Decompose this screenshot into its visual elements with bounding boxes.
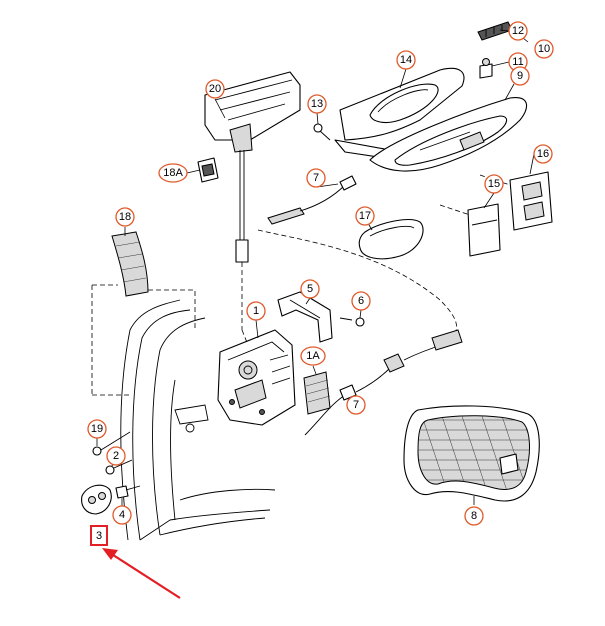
door-lock-1	[217, 329, 296, 426]
callout-label-18: 18	[119, 211, 131, 223]
callout-label-9: 9	[517, 70, 523, 82]
callout-6: 6	[351, 291, 371, 311]
callout-label-6: 6	[358, 295, 364, 307]
callout-label-10: 10	[538, 43, 550, 55]
door-inner-panel	[91, 284, 276, 541]
callout-label-7-upper: 7	[313, 172, 319, 184]
callout-8: 8	[464, 506, 484, 526]
callout-label-18a: 18A	[163, 167, 183, 179]
callout-label-4: 4	[119, 509, 125, 521]
switch-16	[509, 171, 553, 231]
highlight-callout-3: 3	[90, 525, 108, 546]
bracket-5	[277, 291, 333, 343]
callout-16: 16	[533, 144, 553, 164]
callout-label-13: 13	[311, 98, 323, 110]
callout-7-lower: 7	[346, 395, 366, 415]
cover-17	[358, 219, 424, 260]
callout-label-19: 19	[91, 423, 103, 435]
highlight-box	[90, 525, 108, 546]
bolt-4	[115, 485, 141, 499]
bulb-11	[479, 58, 493, 79]
carrier-panel-8	[403, 405, 540, 502]
screw-13	[313, 123, 331, 141]
callout-20: 20	[205, 79, 225, 99]
screw-6	[339, 317, 365, 327]
callout-label-2: 2	[113, 450, 119, 462]
screw-2	[105, 459, 133, 475]
callout-label-1a: 1A	[306, 350, 320, 362]
cable-7-upper	[257, 175, 457, 341]
callout-label-14: 14	[400, 54, 412, 66]
callout-10: 10	[534, 39, 554, 59]
callout-13: 13	[307, 94, 327, 114]
callout-label-17: 17	[359, 210, 371, 222]
pad-1a	[303, 371, 331, 415]
callout-label-16: 16	[537, 148, 549, 160]
callout-19: 19	[87, 419, 107, 439]
callout-5: 5	[300, 279, 320, 299]
inner-door-handle	[369, 97, 528, 172]
screw-19	[92, 431, 131, 456]
callout-18: 18	[115, 207, 135, 227]
callout-label-1: 1	[253, 305, 259, 317]
callout-1a: 1A	[300, 346, 326, 366]
switch-15	[467, 203, 501, 257]
callout-label-8: 8	[471, 510, 477, 522]
callout-18a: 18A	[158, 163, 188, 183]
callout-label-11: 11	[512, 56, 523, 68]
callout-15: 15	[484, 174, 504, 194]
callout-4: 4	[112, 505, 132, 525]
callout-label-5: 5	[307, 283, 313, 295]
callout-2: 2	[106, 446, 126, 466]
callout-12: 12	[508, 21, 528, 41]
callout-label-15: 15	[488, 178, 500, 190]
callout-14: 14	[396, 50, 416, 70]
seal-18	[111, 231, 149, 297]
callout-7-upper: 7	[306, 168, 326, 188]
striker-plate-3	[81, 484, 112, 515]
callout-17: 17	[355, 206, 375, 226]
connector-18a	[197, 157, 219, 183]
callout-label-20: 20	[209, 83, 221, 95]
callout-9: 9	[510, 66, 530, 86]
pointer-arrow	[102, 548, 181, 599]
callout-label-12: 12	[512, 25, 524, 37]
callout-label-7-lower: 7	[353, 399, 359, 411]
lock-control-unit	[204, 71, 301, 330]
callout-label-3: 3	[96, 530, 102, 542]
leader-lines	[96, 29, 535, 506]
callout-1: 1	[246, 301, 266, 321]
